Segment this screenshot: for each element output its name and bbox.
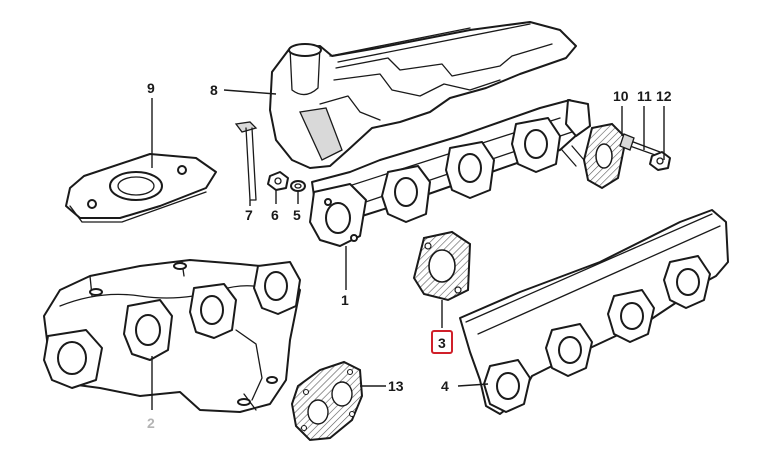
hex-nut-12[interactable] [649,151,671,171]
callout-1: 1 [341,292,349,308]
exhaust-manifold-upper[interactable] [309,99,591,247]
callout-13: 13 [388,378,404,394]
leader-lines [151,89,665,410]
callout-3-highlight [431,330,453,354]
bolt-7[interactable] [234,121,258,201]
callout-4: 4 [441,378,449,394]
callout-labels: 1 2 3 4 5 6 7 8 9 10 11 12 13 [147,80,672,431]
small-gasket-13[interactable] [290,360,364,442]
callout-10: 10 [613,88,629,104]
lower-heat-shield[interactable] [459,209,729,415]
nut-6[interactable] [267,171,289,191]
callout-11: 11 [637,88,652,104]
callout-2: 2 [147,415,155,431]
callout-3: 3 [438,335,446,351]
callout-9: 9 [147,80,155,96]
washer-5[interactable] [290,180,306,192]
callout-12: 12 [656,88,672,104]
flange-gasket-10[interactable] [582,122,628,190]
callout-7: 7 [245,207,253,223]
stud-bolt-11[interactable] [619,133,661,157]
heat-shield-cover[interactable] [269,21,577,169]
callout-5: 5 [293,207,301,223]
heat-shield-plate[interactable] [65,153,217,223]
callout-6: 6 [271,207,279,223]
exhaust-manifold-lower[interactable] [43,259,301,413]
callout-8: 8 [210,82,218,98]
manifold-gasket[interactable] [412,230,472,302]
